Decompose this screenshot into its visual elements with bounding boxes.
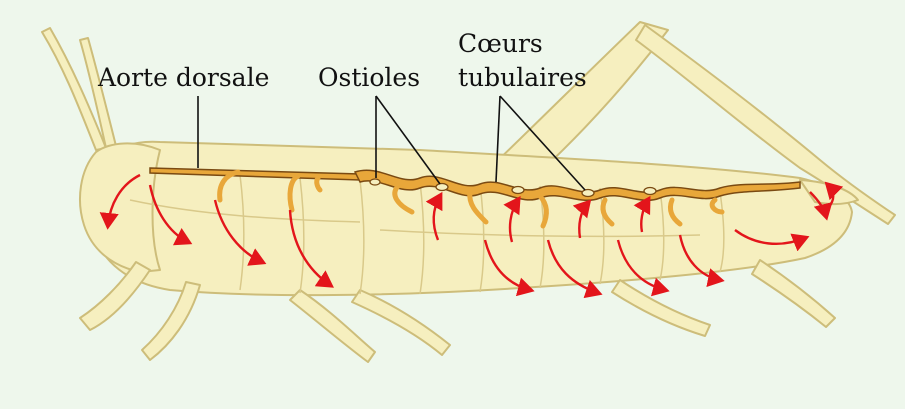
ostiole-5 [644, 188, 656, 195]
head [80, 143, 160, 272]
body-outline [92, 142, 852, 295]
ostiole-3 [512, 187, 524, 194]
front-leg-2 [142, 282, 200, 360]
ostiole-1 [370, 179, 380, 185]
label-ostioles: Ostioles [318, 63, 420, 92]
ostiole-4 [582, 190, 594, 197]
label-coeurs: Cœurs [458, 29, 543, 58]
front-leg-1 [80, 262, 150, 330]
hind-leg-lower [752, 260, 835, 327]
ostiole-2 [436, 184, 448, 191]
label-tubulaires: tubulaires [458, 63, 587, 92]
label-aorte-dorsale: Aorte dorsale [97, 63, 269, 92]
